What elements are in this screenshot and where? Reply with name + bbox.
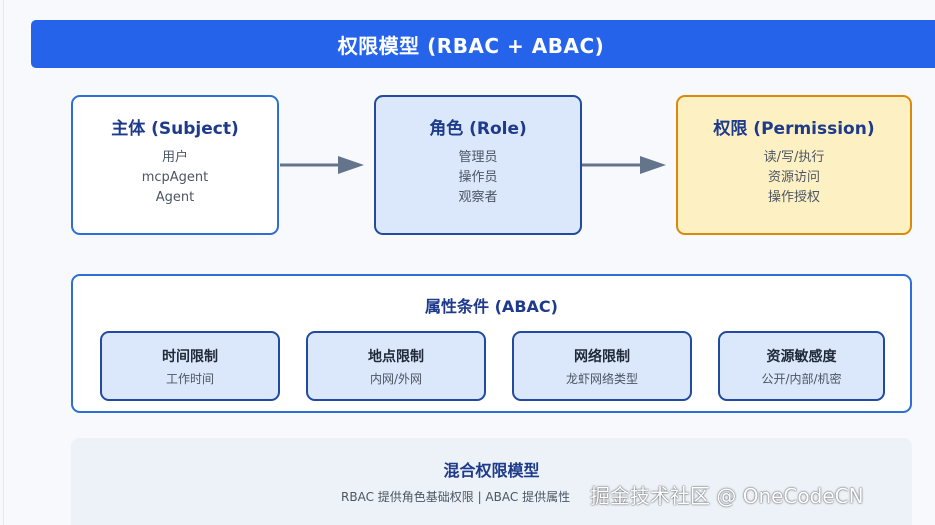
abac-panel: 属性条件 (ABAC) 时间限制 工作时间 地点限制 内网/外网 网络限制 龙虾… (71, 274, 912, 413)
role-item: 管理员 (458, 150, 498, 165)
permission-item: 读/写/执行 (763, 150, 825, 165)
subject-title: 主体 (Subject) (111, 119, 239, 139)
attribute-sensitivity: 资源敏感度 公开/内部/机密 (718, 331, 885, 401)
permission-node: 权限 (Permission) 读/写/执行 资源访问 操作授权 (676, 95, 912, 235)
role-item: 操作员 (458, 170, 498, 185)
permission-title: 权限 (Permission) (713, 119, 875, 139)
hybrid-description: RBAC 提供角色基础权限 | ABAC 提供属性 (341, 490, 571, 504)
left-divider (3, 0, 4, 525)
attribute-subtitle: 公开/内部/机密 (761, 371, 842, 386)
subject-item: 用户 (161, 150, 188, 165)
subject-node: 主体 (Subject) 用户 mcpAgent Agent (71, 95, 279, 235)
header-banner: 权限模型 (RBAC + ABAC) (31, 20, 935, 68)
attribute-title: 时间限制 (162, 348, 218, 365)
permission-item: 资源访问 (767, 170, 820, 185)
subject-item: Agent (155, 190, 195, 205)
attribute-location: 地点限制 内网/外网 (306, 331, 486, 401)
subject-item: mcpAgent (141, 170, 209, 185)
page-title: 权限模型 (RBAC + ABAC) (337, 33, 605, 58)
attribute-subtitle: 内网/外网 (369, 371, 423, 386)
attribute-title: 地点限制 (368, 348, 424, 365)
abac-title: 属性条件 (ABAC) (425, 297, 558, 316)
watermark: 掘金技术社区 @ OneCodeCN (590, 484, 864, 508)
hybrid-model-panel: 混合权限模型 RBAC 提供角色基础权限 | ABAC 提供属性 (71, 438, 912, 525)
hybrid-title: 混合权限模型 (443, 461, 540, 480)
attribute-title: 资源敏感度 (766, 348, 837, 365)
role-node: 角色 (Role) 管理员 操作员 观察者 (374, 95, 582, 235)
arrow-role-to-permission-icon (582, 156, 666, 174)
role-item: 观察者 (458, 190, 498, 205)
permission-item: 操作授权 (767, 190, 820, 205)
attribute-subtitle: 工作时间 (165, 371, 214, 386)
attribute-network: 网络限制 龙虾网络类型 (512, 331, 692, 401)
attribute-title: 网络限制 (574, 348, 630, 365)
attribute-time: 时间限制 工作时间 (100, 331, 280, 401)
arrow-subject-to-role-icon (280, 156, 364, 174)
attribute-subtitle: 龙虾网络类型 (565, 371, 638, 386)
role-title: 角色 (Role) (429, 119, 527, 139)
